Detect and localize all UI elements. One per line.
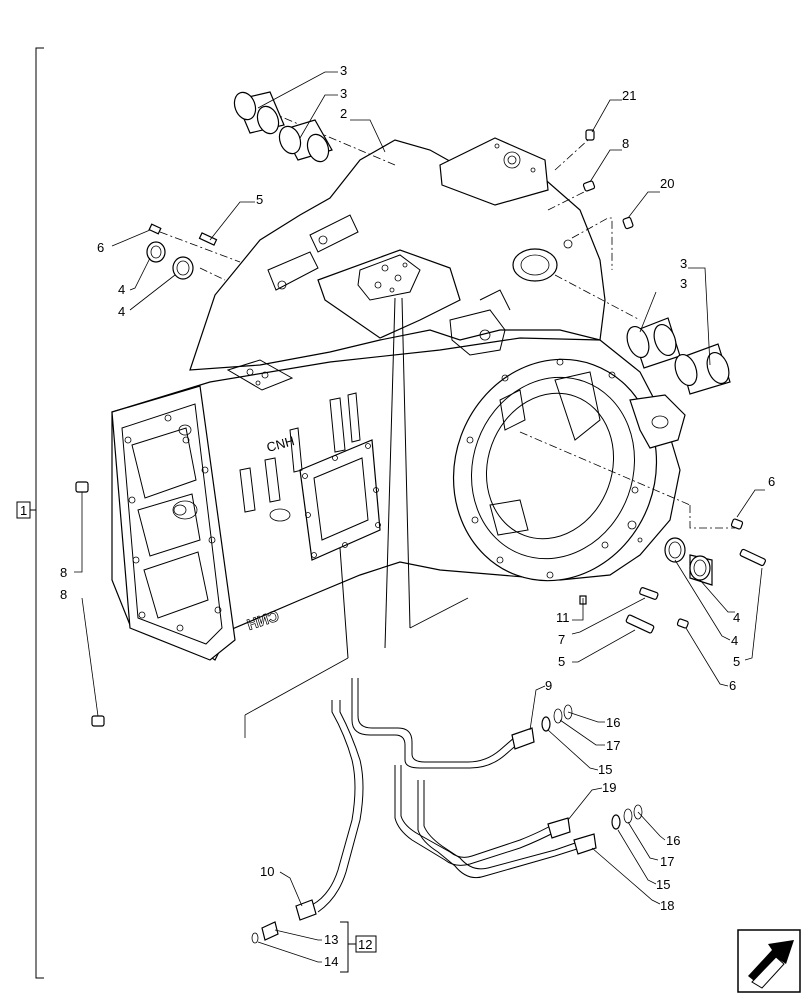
callout-17-b: 17 <box>660 854 674 869</box>
callout-4-right-2: 4 <box>731 633 738 648</box>
callout-5-mid: 5 <box>558 654 565 669</box>
leader-tube-a <box>384 297 396 649</box>
casting-brand-text-upper: CNH <box>265 433 296 455</box>
assembly-bracket: 1 <box>16 47 44 979</box>
axis-line-pin21 <box>554 139 589 171</box>
tube-19-18 <box>394 765 643 879</box>
bushing-3-right-b <box>674 343 731 395</box>
tube-10 <box>295 700 364 921</box>
assembly-ref-box: 1 <box>20 503 27 518</box>
pin-7 <box>639 587 659 600</box>
callout-4-right-1: 4 <box>733 610 740 625</box>
axis-line-bushings-top <box>269 111 396 166</box>
callout-11: 11 <box>556 610 570 625</box>
bushing-3-top-b <box>278 119 333 163</box>
callout-6-left: 6 <box>97 240 104 255</box>
bushing-3-right-a <box>626 317 681 369</box>
callout-3-right-2: 3 <box>680 276 687 291</box>
bushing-4-left-b <box>172 256 194 280</box>
callout-6-right: 6 <box>768 474 775 489</box>
pin-8-left-b <box>91 715 105 727</box>
callout-6-low: 6 <box>729 678 736 693</box>
callout-2: 2 <box>340 106 347 121</box>
leader-lines <box>74 71 765 963</box>
axis-line-right-bushings <box>554 274 641 321</box>
pin-8-top <box>582 180 596 192</box>
callout-5-right: 5 <box>733 654 740 669</box>
callout-16-a: 16 <box>606 715 620 730</box>
callout-14: 14 <box>324 954 338 969</box>
axis-line-pin20 <box>571 217 613 270</box>
callout-5-left: 5 <box>256 192 263 207</box>
callout-3-b: 3 <box>340 86 347 101</box>
callout-10: 10 <box>260 864 274 879</box>
callout-18: 18 <box>660 898 674 913</box>
bushing-3-top-a <box>233 91 285 135</box>
pin-5-left <box>198 232 218 246</box>
section-cut-line-c <box>409 597 469 629</box>
bushing-4-right-b <box>689 554 713 586</box>
callout-4-left-b: 4 <box>118 304 125 319</box>
callout-16-b: 16 <box>666 833 680 848</box>
pin-5-right <box>739 548 766 567</box>
pin-6-right <box>730 518 744 530</box>
pin-6-left <box>148 223 162 235</box>
axis-line-pin8 <box>547 189 589 211</box>
axis-line-left <box>159 231 241 263</box>
callout-3-right-1: 3 <box>680 256 687 271</box>
callout-8-top: 8 <box>622 136 629 151</box>
callout-9: 9 <box>545 678 552 693</box>
group-bracket: 12 <box>340 921 377 973</box>
callout-17-a: 17 <box>606 738 620 753</box>
bushing-4-right-a <box>664 537 686 563</box>
callout-7: 7 <box>558 632 565 647</box>
section-cut-line-a <box>244 657 349 716</box>
callout-15-a: 15 <box>598 762 612 777</box>
callout-labels: 3 3 2 21 8 20 5 6 4 4 3 3 6 8 8 11 7 5 4… <box>60 63 775 969</box>
pin-5-mid <box>625 614 655 634</box>
pin-20 <box>622 216 634 230</box>
pin-8-left-a <box>75 481 89 493</box>
callout-8-left-a: 8 <box>60 565 67 580</box>
axis-line-pin6 <box>689 505 735 529</box>
pin-6-low <box>676 618 689 629</box>
callout-15-b: 15 <box>656 877 670 892</box>
axis-line-left-2 <box>199 267 226 281</box>
arrow-navigation-icon[interactable] <box>737 929 801 993</box>
callout-20: 20 <box>660 176 674 191</box>
leader-tube-b <box>401 297 411 629</box>
callout-3-a: 3 <box>340 63 347 78</box>
group-ref-box: 12 <box>358 937 372 952</box>
callout-19: 19 <box>602 780 616 795</box>
callout-21: 21 <box>622 88 636 103</box>
callout-13: 13 <box>324 932 338 947</box>
leader-tube-c <box>339 547 349 659</box>
tube-9 <box>351 678 573 769</box>
bushing-4-left-a <box>146 241 166 263</box>
fitting-13-14 <box>251 921 279 944</box>
axis-line-flange <box>519 431 691 506</box>
callout-4-left-a: 4 <box>118 282 125 297</box>
callout-8-left-b: 8 <box>60 587 67 602</box>
transmission-housing: CNH CNH <box>111 137 686 661</box>
pin-21 <box>585 129 595 141</box>
